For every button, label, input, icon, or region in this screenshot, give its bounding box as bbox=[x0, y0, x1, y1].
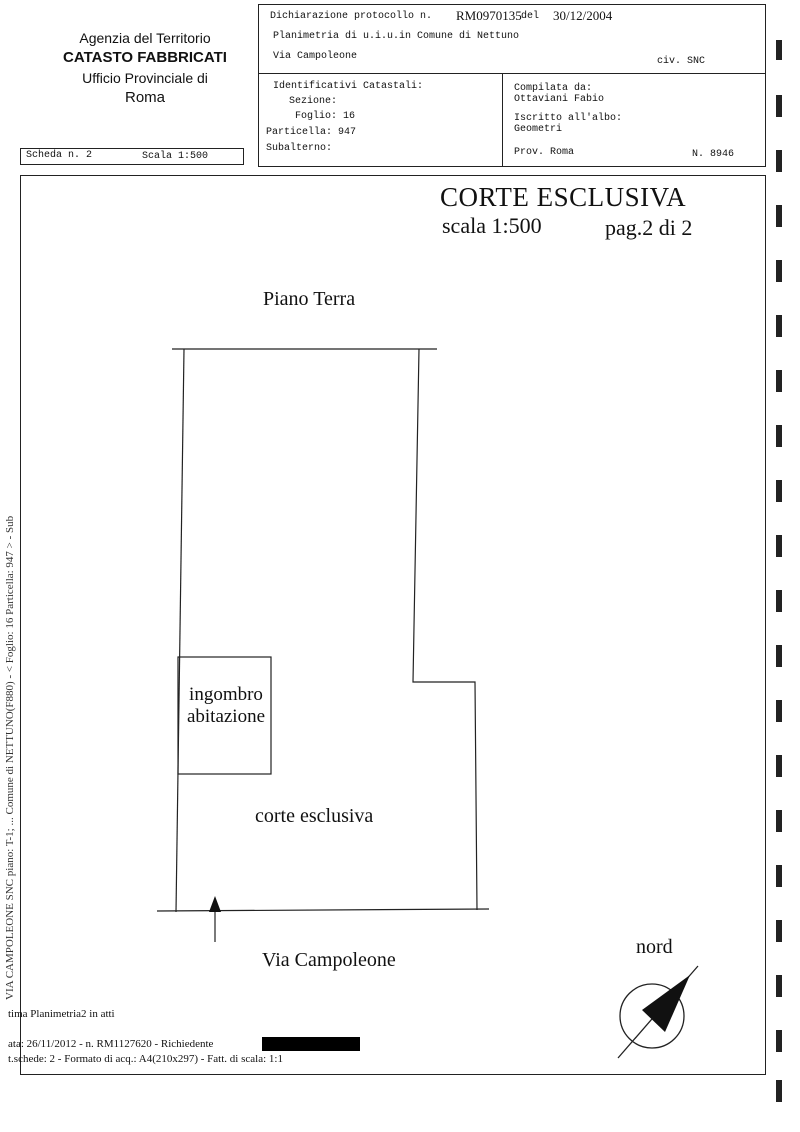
north-compass-icon bbox=[617, 965, 699, 1059]
north-label: nord bbox=[636, 936, 673, 958]
declaration-label: Dichiarazione protocollo n. bbox=[270, 11, 433, 22]
house-label-line2: abitazione bbox=[186, 706, 266, 727]
scala-label: Scala 1:500 bbox=[142, 151, 209, 162]
drawing-sheet bbox=[20, 175, 766, 1075]
binding-mark bbox=[776, 95, 782, 117]
binding-mark bbox=[776, 810, 782, 832]
binding-mark bbox=[776, 645, 782, 667]
protocol-number: RM0970135 bbox=[456, 8, 522, 23]
foglio-field: Foglio: 16 bbox=[295, 111, 356, 122]
office-city: Roma bbox=[124, 89, 165, 106]
register-number: N. 8946 bbox=[692, 149, 735, 160]
compiled-by-label: Compilata da: bbox=[514, 83, 593, 94]
address-label: Via Campoleone bbox=[273, 51, 358, 62]
east-boundary-line bbox=[412, 348, 478, 911]
del-label: del bbox=[521, 11, 540, 22]
register-label: Iscritto all'albo: bbox=[514, 113, 623, 124]
binding-mark bbox=[776, 975, 782, 997]
binding-mark bbox=[776, 755, 782, 777]
binding-mark bbox=[776, 315, 782, 337]
page-number: pag.2 di 2 bbox=[605, 215, 693, 240]
register-value: Geometri bbox=[514, 124, 563, 135]
street-label: Via Campoleone bbox=[262, 949, 396, 971]
side-stamp-text: VIA CAMPOLEONE SNC piano: T-1; ... Comun… bbox=[4, 515, 16, 1000]
house-label: ingombro abitazione bbox=[182, 684, 270, 728]
footer-line2: ata: 26/11/2012 - n. RM1127620 - Richied… bbox=[8, 1038, 214, 1050]
identifiers-divider bbox=[502, 73, 503, 166]
province-field: Prov. Roma bbox=[514, 147, 575, 158]
binding-mark bbox=[776, 150, 782, 172]
house-label-line1: ingombro bbox=[189, 684, 263, 705]
identifiers-label: Identificativi Catastali: bbox=[273, 81, 424, 92]
office-label: Ufficio Provinciale di bbox=[82, 70, 208, 86]
binding-mark bbox=[776, 260, 782, 282]
declaration-date: 30/12/2004 bbox=[553, 8, 613, 23]
binding-mark bbox=[776, 205, 782, 227]
compiler-name: Ottaviani Fabio bbox=[514, 94, 605, 105]
binding-mark bbox=[776, 700, 782, 722]
binding-mark bbox=[776, 40, 782, 60]
particella-field: Particella: 947 bbox=[266, 127, 357, 138]
south-boundary-line bbox=[156, 908, 490, 912]
binding-mark bbox=[776, 480, 782, 502]
agency-header: Agenzia del Territorio CATASTO FABBRICAT… bbox=[40, 28, 250, 108]
binding-mark bbox=[776, 425, 782, 447]
access-arrow-head bbox=[209, 896, 221, 912]
binding-mark bbox=[776, 1030, 782, 1052]
planimetria-label: Planimetria di u.i.u.in Comune di Nettun… bbox=[273, 31, 520, 42]
subalterno-field: Subalterno: bbox=[266, 143, 333, 154]
binding-mark bbox=[776, 370, 782, 392]
footer-line3: t.schede: 2 - Formato di acq.: A4(210x29… bbox=[8, 1053, 283, 1065]
binding-mark bbox=[776, 1080, 782, 1102]
agency-name: Agenzia del Territorio bbox=[79, 30, 211, 46]
west-boundary-line bbox=[175, 348, 185, 913]
binding-mark bbox=[776, 590, 782, 612]
binding-mark bbox=[776, 535, 782, 557]
catasto-title: CATASTO FABBRICATI bbox=[63, 49, 227, 66]
scheda-label: Scheda n. 2 bbox=[26, 150, 93, 161]
redaction-bar bbox=[262, 1037, 360, 1051]
binding-mark bbox=[776, 920, 782, 942]
sheet-info-box bbox=[20, 148, 244, 165]
sezione-field: Sezione: bbox=[289, 96, 338, 107]
courtyard-label: corte esclusiva bbox=[255, 805, 374, 827]
drawing-scale: scala 1:500 bbox=[442, 213, 542, 238]
floor-label: Piano Terra bbox=[263, 288, 356, 310]
drawing-title: CORTE ESCLUSIVA bbox=[440, 182, 687, 212]
house-footprint bbox=[177, 656, 272, 775]
binding-mark bbox=[776, 865, 782, 887]
civic-number: civ. SNC bbox=[657, 56, 706, 67]
footer-line1: tima Planimetria2 in atti bbox=[8, 1008, 115, 1020]
identifiers-box bbox=[258, 73, 766, 167]
